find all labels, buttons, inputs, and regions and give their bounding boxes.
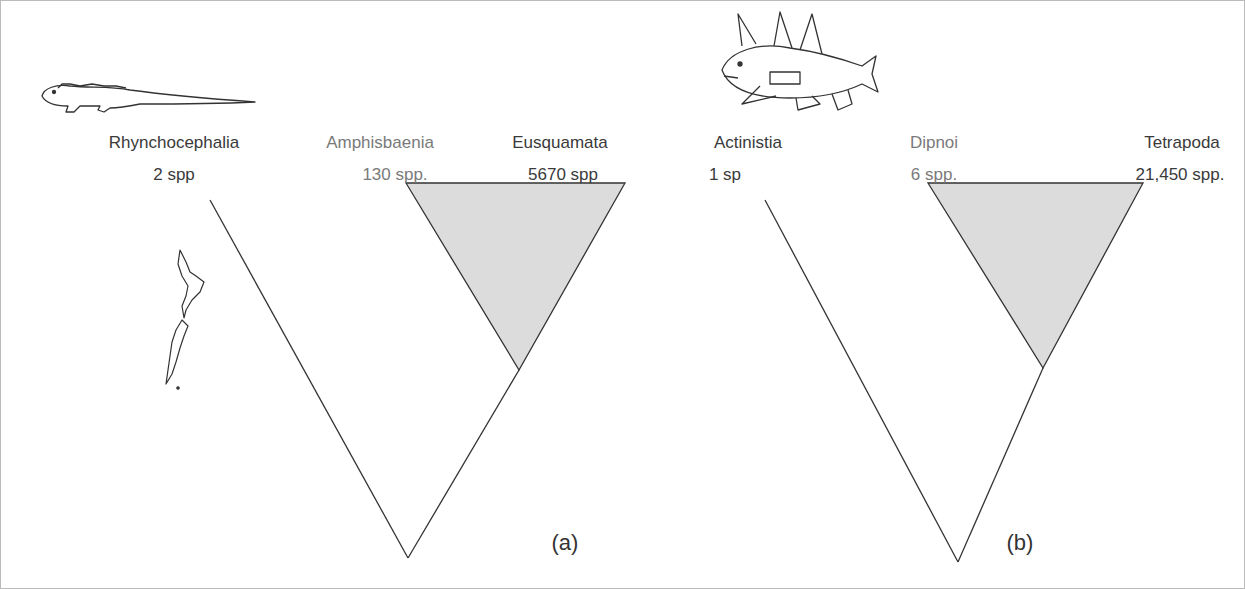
species-count: 6 spp. bbox=[911, 165, 957, 185]
species-count: 2 spp bbox=[153, 165, 195, 185]
taxon-name: Rhynchocephalia bbox=[109, 133, 239, 153]
taxon-name: Eusquamata bbox=[512, 133, 607, 153]
species-count: 130 spp. bbox=[362, 165, 427, 185]
taxon-name: Dipnoi bbox=[910, 133, 958, 153]
taxon-name: Tetrapoda bbox=[1144, 133, 1220, 153]
panel-label: (b) bbox=[1007, 533, 1034, 553]
species-count: 5670 spp bbox=[528, 165, 598, 185]
species-count: 21,450 spp. bbox=[1136, 165, 1225, 185]
taxon-name: Actinistia bbox=[714, 133, 782, 153]
panel-label: (a) bbox=[552, 533, 579, 553]
taxon-name: Amphisbaenia bbox=[326, 133, 434, 153]
species-count: 1 sp bbox=[709, 165, 741, 185]
